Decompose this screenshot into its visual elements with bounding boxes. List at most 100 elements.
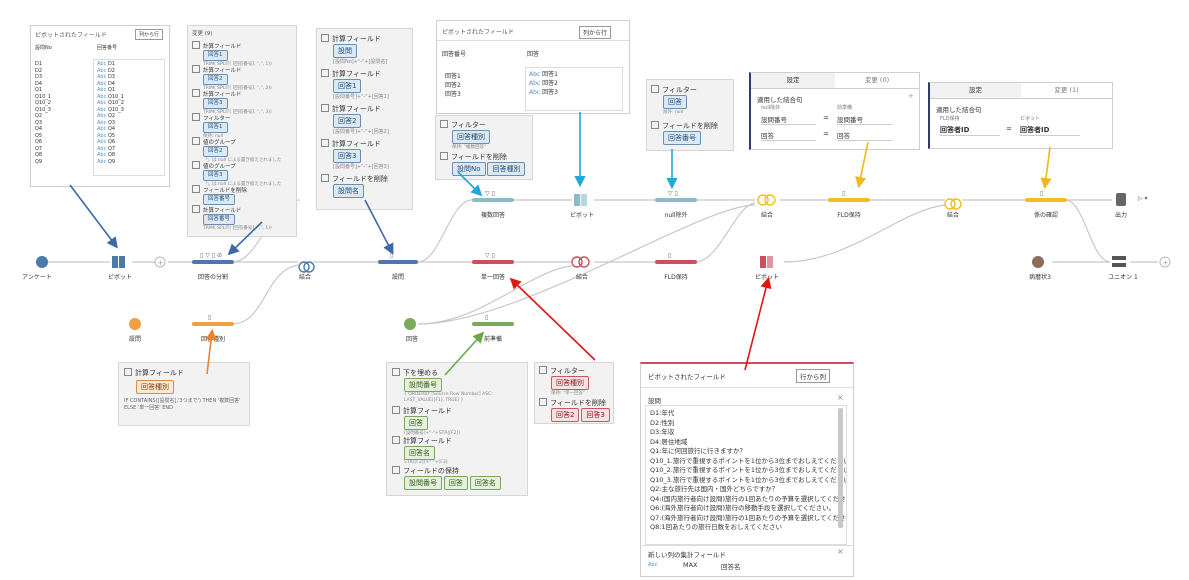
change-item[interactable]: フィールドを削除 設問名 — [321, 174, 411, 204]
node-pivot1[interactable]: ピボット — [107, 274, 132, 281]
list-item: Q9 — [35, 158, 43, 165]
node-maejunbi[interactable]: 前準備 — [483, 336, 502, 343]
list-item: Q9 — [107, 158, 116, 165]
node-union1[interactable]: ユニオン 1 — [1108, 274, 1138, 281]
change-item[interactable]: 値のグループ 回答3 「」は null による置き換えされました — [192, 161, 294, 187]
list-item[interactable]: Q8:1回あたりの旅行日数をおしえてください — [650, 523, 783, 531]
field-pill: 回答番号 — [663, 131, 701, 145]
list-item[interactable]: Q4:(国内旅行者向け設問)旅行の1回あたりの予算を選択してください — [650, 494, 846, 503]
list-item: Q8 — [107, 152, 116, 158]
list-item[interactable]: Q10_1.旅行で重視するポイントを1位から3位までおしえてください — [650, 456, 846, 465]
change-sub: STR([F2])+"-"+[F3] — [404, 460, 448, 465]
close-icon[interactable]: × — [837, 547, 844, 556]
list-item[interactable]: D1:年代 — [650, 409, 675, 417]
divider — [641, 545, 853, 546]
change-item[interactable]: フィールドの保持 設問番号 回答 回答名 — [392, 466, 524, 490]
pivot-big-footer-field[interactable]: 回答名 — [721, 563, 741, 571]
node-ketsugou1[interactable]: 結合 — [298, 274, 311, 281]
change-item[interactable]: 計算フィールド 回答 [設問番号]+"-"+STR([F2]) — [392, 406, 524, 436]
list-item[interactable]: D4:居住地域 — [650, 437, 688, 446]
node-fukusu-kaitou[interactable]: 複数回答 — [480, 212, 505, 219]
join2-tab-changes[interactable]: 変更 (1) — [1021, 83, 1112, 99]
list-item: D1 — [35, 61, 43, 67]
change-head: 計算フィールド — [403, 437, 452, 445]
change-head: フィルター — [451, 121, 486, 129]
field-pill: 回答1 — [203, 50, 228, 61]
join2-tab-settings[interactable]: 設定 — [930, 83, 1021, 99]
node-shutsuryoku[interactable]: 出力 — [1114, 212, 1127, 219]
join2-row0-left[interactable]: 回答者ID — [940, 125, 1000, 136]
change-item[interactable]: 計算フィールド 回答1 [設問番号]+"-"+[回答1] — [321, 69, 411, 104]
node-fld-hoji2[interactable]: FLD保持 — [837, 212, 861, 219]
join2-row0-right[interactable]: 回答者ID — [1020, 125, 1080, 136]
join1-tab-settings[interactable]: 設定 — [751, 73, 835, 89]
field-pill: 回答3 — [203, 98, 228, 109]
join1-row0-right[interactable]: 設問番号 — [837, 114, 892, 125]
node-byorekijo3[interactable]: 病暦状3 — [1029, 274, 1051, 281]
add-icon[interactable]: + — [908, 92, 914, 100]
join1-tab-changes[interactable]: 変更 (0) — [835, 73, 919, 89]
join1-row1-right[interactable]: 回答 — [837, 130, 892, 141]
node-ankeeto[interactable]: アンケート — [22, 274, 52, 281]
list-item[interactable]: Q10_3.旅行で重視するポイントを1位から3位までおしえてください — [650, 475, 846, 484]
change-sub: TRIM( SPLIT( [回答番号], ",", 2)) — [203, 86, 272, 91]
change-sub: [設問番号]+"-"+[回答1] — [333, 94, 389, 100]
field-pill: 回答種別 — [452, 130, 490, 144]
filter-icon — [192, 113, 200, 121]
node-fld-hoji1[interactable]: FLD保持 — [664, 274, 688, 281]
list-item: Q7 — [107, 145, 116, 152]
join1-row0-left[interactable]: 設問番号 — [761, 114, 816, 125]
list-item[interactable]: Q2:主な旅行先は国内・国外どちらですか？ — [650, 485, 779, 493]
node-setsumon-main[interactable]: 設問 — [391, 274, 404, 281]
abc-tag: Abc — [529, 71, 541, 78]
join-panel-1: 設定 変更 (0) 適用した結合句 + null除外 前準備 設問番号 = 設問… — [749, 72, 920, 150]
change-item[interactable]: 値のグループ 回答2 「」は null による置き換えされました — [192, 137, 294, 163]
change-item[interactable]: 計算フィールド 回答番号 TRIM( SPLIT( [回答番号], ",", 1… — [192, 205, 294, 231]
calc-formula: IF CONTAINS([設問名],'3つまで') THEN '複数回答' EL… — [124, 398, 241, 411]
join1-row1-left[interactable]: 回答 — [761, 130, 816, 141]
pivot-big-footer-agg[interactable]: MAX — [683, 561, 698, 569]
pivot-panel-small-button[interactable]: 列から行 — [135, 29, 164, 40]
node-tanitsu-kaitou[interactable]: 単一回答 — [480, 274, 505, 281]
pivot-mid-title: ピボットされたフィールド — [442, 29, 514, 36]
pivot-panel-small-title: ピボットされたフィールド — [35, 32, 107, 39]
list-item[interactable]: Q7:(海外旅行者向け設問)旅行の1回あたりの予算を選択してください — [650, 513, 846, 522]
abc-tag: Abc — [97, 158, 107, 165]
change-item[interactable]: 計算フィールド 回答3 [設問番号]+"-"+[回答3] — [321, 139, 411, 174]
node-kaitou[interactable]: 回答 — [405, 336, 418, 343]
node-setsumon[interactable]: 設問 — [128, 336, 141, 343]
change-item[interactable]: フィールドを削除 回答番号 — [192, 185, 294, 205]
calc-kaitou-shubetsu-panel: 計算フィールド 回答種別 IF CONTAINS([設問名],'3つまで') T… — [118, 362, 250, 426]
node-ketsugou2[interactable]: 結合 — [575, 274, 588, 281]
node-ketsugou3[interactable]: 結合 — [760, 212, 773, 219]
change-item[interactable]: 計算フィールド 回答2 TRIM( SPLIT( [回答番号], ",", 2)… — [192, 65, 294, 91]
join-panel-2: 設定 変更 (1) 適用した結合句 FLD保持 ピボット 回答者ID = 回答者… — [928, 82, 1113, 149]
scrollbar[interactable] — [838, 408, 843, 528]
change-item[interactable]: 計算フィールド 回答名 STR([F2])+"-"+[F3] — [392, 436, 524, 466]
change-sub: [設問番号]+"-"+[回答2] — [333, 129, 389, 135]
change-item[interactable]: 計算フィールド 設問 [設問No]+"-"+[設問名] — [321, 34, 411, 69]
step-icons: ▽ ▯ — [485, 252, 495, 259]
change-head: 計算フィールド — [403, 407, 452, 415]
list-item[interactable]: D2:性別 — [650, 418, 675, 427]
pivot-big-button[interactable]: 行から列 — [796, 369, 830, 383]
change-item[interactable]: フィルター 回答1 保持: null — [192, 113, 294, 139]
list-item[interactable]: Q6:(海外旅行者向け設問)旅行の移動手段を選択してください。 — [650, 504, 836, 512]
list-item[interactable]: D3:年収 — [650, 428, 675, 436]
list-item[interactable]: Q1:年に何回旅行に行きますか？ — [650, 447, 746, 455]
node-ketsugou4[interactable]: 結合 — [946, 212, 959, 219]
node-pivot2[interactable]: ピボット — [569, 212, 594, 219]
change-head: フィールドを削除 — [332, 175, 388, 183]
close-icon[interactable]: × — [837, 393, 844, 402]
list-item: Q5 — [35, 132, 43, 139]
run-icon[interactable]: ▷ ▾ — [1138, 195, 1148, 202]
pivot-mid-button[interactable]: 列から行 — [579, 26, 612, 39]
change-item[interactable]: 計算フィールド 回答2 [設問番号]+"-"+[回答2] — [321, 104, 411, 139]
node-kei-kakunin[interactable]: 係の確認 — [1033, 212, 1058, 219]
node-null-jogai[interactable]: null除外 — [664, 212, 688, 219]
list-item[interactable]: Q10_2.旅行で重視するポイントを1位から3位までおしえてください — [650, 466, 846, 474]
change-item[interactable]: 計算フィールド 回答1 TRIM( SPLIT( [回答番号], ",", 1)… — [192, 41, 294, 67]
change-item[interactable]: 下を埋める 設問番号 { ORDERBY [Source Row Number]… — [392, 368, 524, 406]
node-kaitou-bunkatsu[interactable]: 回答の分割 — [197, 274, 228, 281]
change-item[interactable]: 計算フィールド 回答3 TRIM( SPLIT( [回答番号], ",", 3)… — [192, 89, 294, 115]
